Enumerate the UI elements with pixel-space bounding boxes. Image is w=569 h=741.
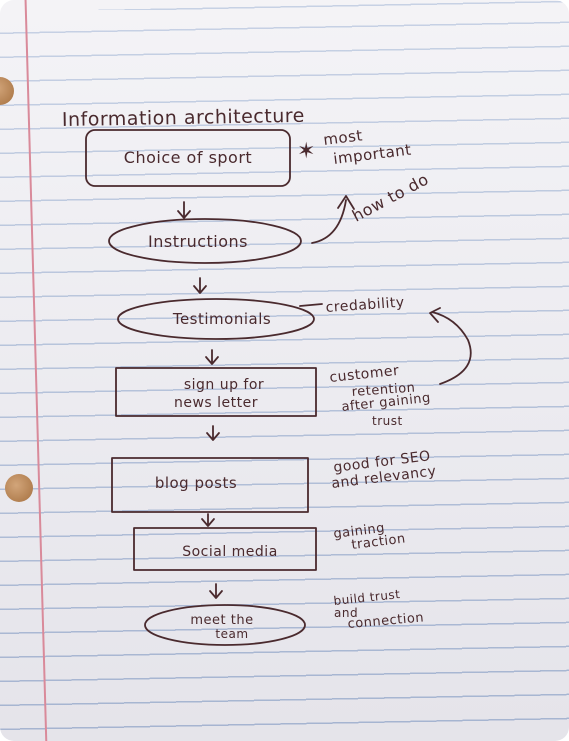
curved-arrow-retention [429,307,472,385]
step-box-blog-posts [111,457,309,513]
diagram-title: Information architecture [62,105,305,131]
note-trust-line3: connection [347,610,425,632]
step-label-instructions: Instructions [148,232,248,251]
flow-arrow [205,349,219,365]
star-icon: ✶ [297,139,316,164]
step-label-meet-line2: team [215,627,248,641]
step-label-newsletter-line1: sign up for [184,377,264,393]
curved-arrow-how-to-do [311,195,355,244]
flow-arrow [193,277,207,294]
note-how-to-do: how to do [349,169,432,225]
binder-hole [5,474,33,502]
note-traction-line2: traction [351,531,407,553]
binder-hole [0,77,14,105]
flow-arrow [177,201,191,219]
note-retention-line4: trust [372,414,403,428]
note-most-important-line1: most [322,126,363,149]
note-retention-line1: customer [329,363,400,386]
step-label-choice-of-sport: Choice of sport [124,148,252,167]
step-label-newsletter-line2: news letter [174,395,258,411]
note-trust-line2: and [334,606,358,620]
flow-arrow [209,583,223,599]
step-label-testimonials: Testimonials [172,310,271,328]
step-ellipse-instructions [108,218,302,264]
step-box-choice-of-sport [85,129,291,187]
note-trust-line1: build trust [333,587,401,608]
note-retention-line2: retention [351,381,416,400]
step-box-newsletter [115,367,317,417]
step-label-social-media: Social media [182,544,278,560]
step-label-blog-posts: blog posts [155,474,237,492]
step-ellipse-meet-the-team [144,604,306,646]
step-ellipse-testimonials [117,298,315,340]
note-traction-line1: gaining [333,521,386,542]
flow-arrow [206,425,220,441]
connector-credability [299,303,323,307]
step-box-social-media [133,527,317,571]
step-label-meet-line1: meet the [190,613,253,628]
note-credability: credability [325,295,405,316]
flow-arrow [201,513,215,527]
